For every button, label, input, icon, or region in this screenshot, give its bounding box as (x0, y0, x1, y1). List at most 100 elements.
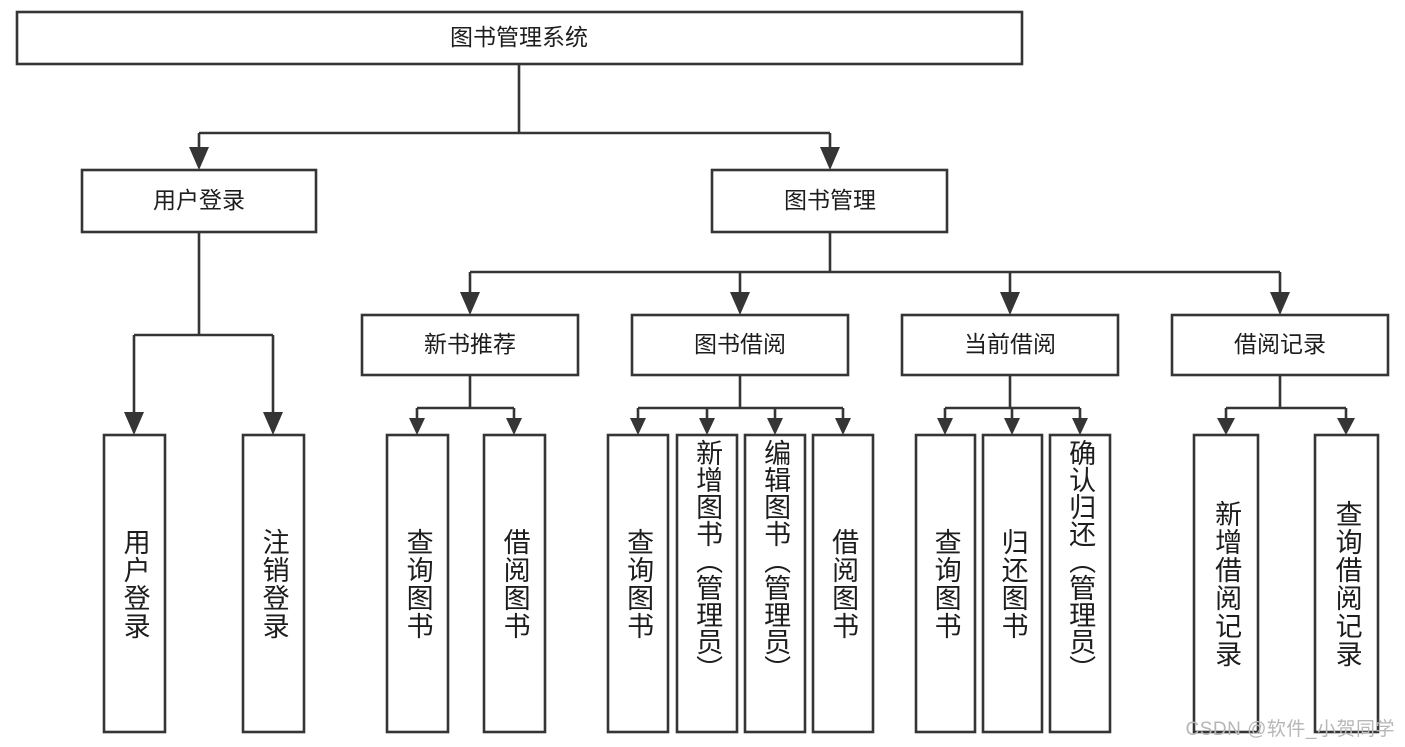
node-new-book-recommend-box[interactable] (360, 313, 580, 377)
leaf-return-book-text-area: 归还图书 (997, 527, 1028, 640)
arrow-head-leaf-borrow-book (835, 418, 851, 435)
connectors-new-book-rec-to-leaves (409, 375, 522, 435)
arrow-head-book-manage (820, 147, 840, 170)
leaf-logout-login-label: 注销登录 (258, 527, 289, 640)
node-current-borrow-box[interactable] (900, 313, 1120, 377)
leaf-query-borrow-record[interactable]: 查询借阅记录 (1313, 433, 1380, 734)
leaf-query-book-current[interactable]: 查询图书 (914, 433, 977, 734)
leaf-edit-book-admin-label: 编辑图书（管理员） (760, 439, 791, 682)
leaf-add-book-admin-text-area: 新增图书（管理员） (692, 439, 722, 682)
node-borrow-record-label: 借阅记录 (1234, 331, 1326, 357)
arrow-head-leaf-add-borrow-record (1217, 418, 1235, 435)
leaf-query-book-current-text-area: 查询图书 (930, 527, 961, 640)
arrow-head-leaf-add-book (699, 418, 715, 435)
leaf-add-book-admin-box[interactable] (675, 433, 739, 734)
connectors-book-manage-to-level3 (460, 232, 1290, 315)
node-root-system-label: 图书管理系统 (450, 24, 588, 50)
arrow-head-leaf-query-book-borrow (630, 418, 646, 435)
leaf-query-borrow-record-label: 查询借阅记录 (1331, 499, 1362, 668)
node-user-login[interactable]: 用户登录 (80, 168, 318, 234)
leaf-add-borrow-record[interactable]: 新增借阅记录 (1192, 433, 1260, 734)
leaf-borrow-book-recommend-text-area: 借阅图书 (499, 527, 530, 640)
node-borrow-record-box[interactable] (1170, 313, 1390, 377)
node-book-borrow-box[interactable] (630, 313, 850, 377)
leaf-user-login-text-area: 用户登录 (119, 527, 150, 640)
leaf-borrow-book-recommend-box[interactable] (482, 433, 547, 734)
leaf-add-borrow-record-label: 新增借阅记录 (1211, 499, 1242, 668)
leaf-query-book-recommend[interactable]: 查询图书 (385, 433, 450, 734)
arrow-head-leaf-logout-login (263, 412, 283, 435)
leaf-add-borrow-record-text-area: 新增借阅记录 (1211, 499, 1242, 668)
node-user-login-label: 用户登录 (153, 187, 245, 213)
leaf-logout-login-box[interactable] (241, 433, 306, 734)
leaf-return-book[interactable]: 归还图书 (981, 433, 1044, 734)
leaf-edit-book-admin[interactable]: 编辑图书（管理员） (743, 433, 807, 734)
leaf-query-book-current-label: 查询图书 (930, 527, 961, 640)
leaf-add-book-admin[interactable]: 新增图书（管理员） (675, 433, 739, 734)
arrow-head-leaf-query-borrow-record (1337, 418, 1355, 435)
arrow-head-book-borrow (730, 292, 750, 315)
node-root-system[interactable]: 图书管理系统 (15, 10, 1024, 66)
leaf-query-book-borrow-text-area: 查询图书 (623, 527, 654, 640)
node-book-borrow-label: 图书借阅 (694, 331, 786, 357)
leaf-borrow-book-recommend-label: 借阅图书 (499, 527, 530, 640)
leaf-query-book-borrow-box[interactable] (606, 433, 670, 734)
arrow-head-current-borrow (1000, 292, 1020, 315)
leaf-query-book-recommend-text-area: 查询图书 (402, 527, 433, 640)
leaf-query-borrow-record-box[interactable] (1313, 433, 1380, 734)
arrow-head-new-book-rec (460, 292, 480, 315)
node-user-login-box[interactable] (80, 168, 318, 234)
leaf-borrow-book-label: 借阅图书 (828, 527, 859, 640)
leaf-confirm-return-admin[interactable]: 确认归还（管理员） (1048, 433, 1112, 734)
arrow-head-leaf-query-book-rec (409, 418, 425, 435)
arrow-head-leaf-return-book (1004, 418, 1020, 435)
arrow-head-leaf-borrow-book-rec (506, 418, 522, 435)
node-book-manage-label: 图书管理 (784, 187, 876, 213)
leaf-user-login-label: 用户登录 (119, 527, 150, 640)
node-current-borrow[interactable]: 当前借阅 (900, 313, 1120, 377)
node-new-book-recommend-label: 新书推荐 (424, 331, 516, 357)
node-root-system-box[interactable] (15, 10, 1024, 66)
node-current-borrow-label: 当前借阅 (964, 331, 1056, 357)
connectors-current-borrow-to-leaves (937, 375, 1088, 435)
node-new-book-recommend[interactable]: 新书推荐 (360, 313, 580, 377)
leaf-return-book-label: 归还图书 (997, 527, 1028, 640)
node-book-manage-box[interactable] (710, 168, 949, 234)
leaf-user-login-box[interactable] (102, 433, 167, 734)
leaf-query-book-recommend-label: 查询图书 (402, 527, 433, 640)
leaf-borrow-book-recommend[interactable]: 借阅图书 (482, 433, 547, 734)
arrow-head-leaf-edit-book (767, 418, 783, 435)
connectors-user-login-to-leaves (124, 232, 283, 435)
leaf-return-book-box[interactable] (981, 433, 1044, 734)
leaf-query-book-recommend-box[interactable] (385, 433, 450, 734)
leaf-query-book-borrow-label: 查询图书 (623, 527, 654, 640)
leaf-borrow-book[interactable]: 借阅图书 (811, 433, 875, 734)
node-book-borrow[interactable]: 图书借阅 (630, 313, 850, 377)
leaf-borrow-book-box[interactable] (811, 433, 875, 734)
leaf-user-login[interactable]: 用户登录 (102, 433, 167, 734)
arrow-head-borrow-record (1270, 292, 1290, 315)
leaf-logout-login-text-area: 注销登录 (258, 527, 289, 640)
leaf-confirm-return-admin-box[interactable] (1048, 433, 1112, 734)
leaf-query-borrow-record-text-area: 查询借阅记录 (1331, 499, 1362, 668)
leaf-edit-book-admin-text-area: 编辑图书（管理员） (760, 439, 791, 682)
connectors-root-to-level2 (189, 64, 840, 170)
leaf-logout-login[interactable]: 注销登录 (241, 433, 306, 734)
leaf-edit-book-admin-box[interactable] (743, 433, 807, 734)
node-book-manage[interactable]: 图书管理 (710, 168, 949, 234)
leaf-confirm-return-admin-text-area: 确认归还（管理员） (1065, 439, 1096, 682)
node-borrow-record[interactable]: 借阅记录 (1170, 313, 1390, 377)
arrow-head-user-login (189, 147, 209, 170)
connectors-book-borrow-to-leaves (630, 375, 851, 435)
leaf-add-borrow-record-box[interactable] (1192, 433, 1260, 734)
leaf-query-book-borrow[interactable]: 查询图书 (606, 433, 670, 734)
arrow-head-leaf-confirm-return (1072, 418, 1088, 435)
arrow-head-leaf-query-book-current (937, 418, 953, 435)
leaf-confirm-return-admin-label: 确认归还（管理员） (1065, 439, 1096, 682)
connectors-borrow-record-to-leaves (1217, 375, 1355, 435)
leaf-query-book-current-box[interactable] (914, 433, 977, 734)
csdn-watermark: CSDN @软件_小贺同学 (1185, 719, 1395, 740)
arrow-head-leaf-user-login (124, 412, 144, 435)
